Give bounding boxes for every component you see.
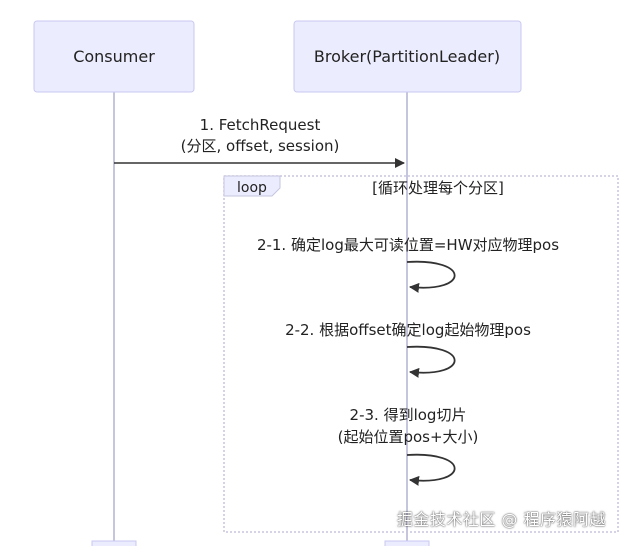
loop-title: [循环处理每个分区]	[372, 179, 504, 197]
participant-consumer-label: Consumer	[73, 47, 155, 66]
self-message-3-label-line2: (起始位置pos+大小)	[338, 428, 479, 446]
participant-consumer-bottom	[91, 540, 137, 550]
message-1-label-line2: (分区, offset, session)	[181, 137, 340, 155]
loop-frame: loop [循环处理每个分区]	[223, 175, 619, 533]
loop-tag-box	[223, 175, 281, 197]
loop-tag-label: loop	[237, 180, 267, 196]
participant-broker-label: Broker(PartitionLeader)	[314, 47, 500, 66]
participant-consumer: Consumer	[33, 20, 195, 93]
self-message-3-label-line1: 2-3. 得到log切片	[350, 406, 467, 424]
self-message-2-label: 2-2. 根据offset确定log起始物理pos	[285, 321, 531, 339]
participant-broker: Broker(PartitionLeader)	[293, 20, 522, 93]
message-1-label-line1: 1. FetchRequest	[200, 116, 321, 134]
self-message-1-label: 2-1. 确定log最大可读位置=HW对应物理pos	[257, 236, 559, 254]
participant-broker-bottom	[384, 540, 430, 550]
self-message-2-arrow	[406, 345, 456, 378]
self-message-3-arrow	[406, 453, 456, 486]
watermark: 掘金技术社区 @ 程序猿阿越	[396, 510, 606, 529]
self-message-1-arrow	[406, 260, 456, 293]
